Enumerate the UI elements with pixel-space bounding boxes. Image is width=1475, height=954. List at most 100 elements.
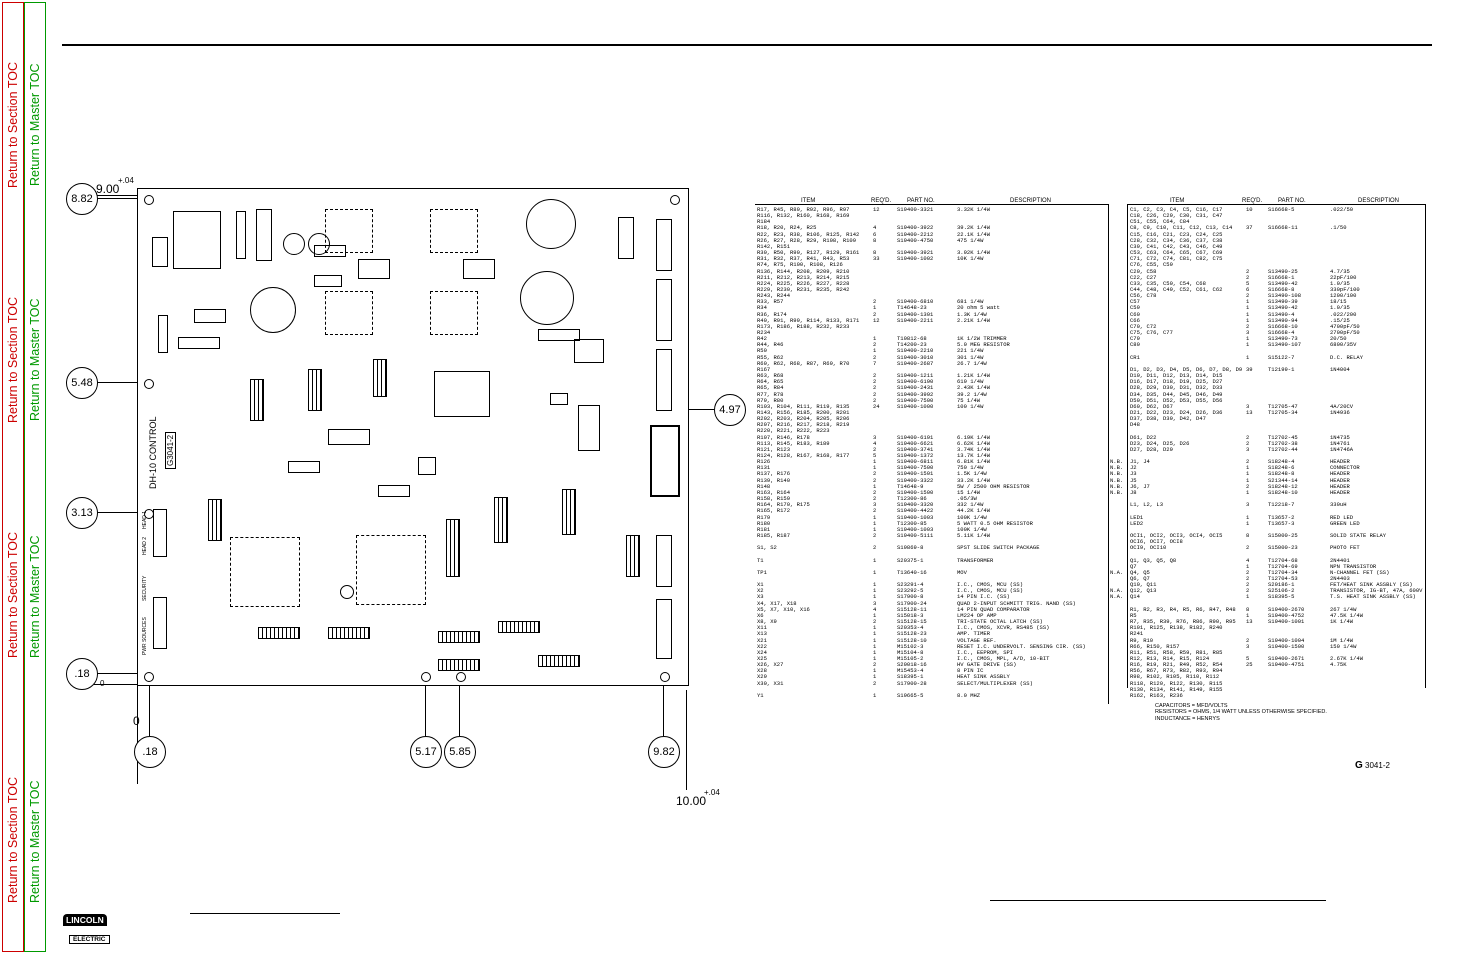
table-cell: HEAT SINK ASSBLY [957,673,1010,681]
table-cell: 1 [873,568,877,576]
table-cell: T12704-53 [1268,575,1298,582]
table-cell: 4 [873,224,877,232]
section-toc-link[interactable]: Return to Section TOC [6,777,20,903]
col-item: ITEM [1170,198,1185,204]
table-cell: 681 1/4W [957,298,984,306]
table-cell: R42 [757,335,767,343]
table-cell: S19400-1501 [897,470,934,478]
lincoln-logo[interactable]: LINCOLN ELECTRIC [63,910,123,944]
table-notes: CAPACITORS = MFD/VOLTS RESISTORS = OHMS,… [1155,703,1327,722]
table-cell: X29 [757,673,767,681]
table-cell: S15128-11 [897,605,927,613]
section-toc-link[interactable]: Return to Section TOC [6,532,20,658]
table-cell: T10812-68 [897,335,927,343]
table-cell: X30, X31 [757,679,784,687]
table-cell: S13490-108 [1268,292,1302,300]
table-cell: T12702-44 [1268,445,1298,453]
table-cell: R124, R128, R167, R168, R177 [757,452,850,459]
table-cell: 39.2K 1/4W [957,224,991,232]
table-cell: 2 [873,470,877,478]
master-toc-strip: Return to Master TOC Return to Master TO… [24,2,46,952]
master-toc-link[interactable]: Return to Master TOC [28,535,42,659]
table-cell: Q4, Q5 [1130,568,1150,576]
table-cell: 2 [873,390,877,398]
table-cell: R55, R62 [757,353,784,361]
table-cell: S16668-8 [1268,285,1295,293]
table-cell: R30, R50, R90, R127, R129, R161 [757,249,860,257]
table-cell: RED LED [1330,513,1354,521]
table-cell: Q6, Q7 [1130,575,1150,582]
table-cell: T12704-68 [1268,556,1298,564]
board-label-pwr: PWR SOURCES [142,617,148,655]
table-cell: I.C., CMOS, MCU (SS) [957,587,1024,595]
table-cell: R165, R172 [757,507,791,515]
table-cell: .1/50 [1330,224,1347,232]
table-cell: OCI6, OCI7, OCI8 [1130,538,1183,546]
dim-bubble: .18 [134,736,166,768]
table-cell: Q1, Q3, Q5, Q8 [1130,556,1177,564]
table-cell: 1 [1246,464,1250,472]
table-cell: 1 [1246,611,1250,619]
table-cell: D50, D51, D52, D53, D55, D56 [1130,396,1223,404]
table-cell: 1 [1246,316,1250,324]
table-cell: 332 1/4W [957,501,984,509]
table-cell: 4 [873,439,877,447]
table-cell: C71, C72, C74, C81, C82, C75 [1130,255,1223,263]
footer-rule-left [190,913,340,914]
table-cell: 2 [873,476,877,484]
table-cell: HEADER [1330,488,1350,496]
table-cell: S17900-24 [897,599,927,607]
table-cell: R5 [1130,611,1137,619]
dim-zero-y: 0 [100,679,104,688]
table-cell: 1 [873,587,877,595]
table-cell: 2 [873,396,877,404]
table-cell: 1 [1246,353,1250,361]
table-cell: 221 1/4W [957,347,984,355]
table-cell: S13490-25 [1268,267,1298,275]
table-cell: 1N4004 [1330,365,1350,373]
table-cell: 2 [873,488,877,496]
table-cell: 2700pF/50 [1330,329,1360,336]
board-name: DH-10 CONTROL [148,416,158,489]
table-cell: N.B. [1110,464,1124,472]
table-cell: M15104-8 [897,648,924,656]
table-cell: S19400-4422 [897,507,934,515]
table-cell: C53, C63, C64, C65, C67, C69 [1130,249,1223,257]
table-cell: R163, R164 [757,488,791,496]
table-cell: FET/HEAT SINK ASSBLY (SS) [1330,581,1413,589]
table-cell: C8, C9, C10, C11, C12, C13, C14 [1130,224,1233,232]
master-toc-link[interactable]: Return to Master TOC [28,780,42,904]
table-cell: S25106-2 [1268,587,1295,595]
table-cell: Q10, Q11 [1130,581,1157,589]
table-cell: T14200-23 [897,341,927,349]
table-cell: 1N4936 [1330,408,1350,416]
table-cell: S19400-1003 [897,513,934,521]
table-cell: 2 [1246,587,1250,595]
section-toc-link[interactable]: Return to Section TOC [6,62,20,188]
table-cell: 1 [1246,470,1250,478]
master-toc-link[interactable]: Return to Master TOC [28,298,42,422]
master-toc-link[interactable]: Return to Master TOC [28,63,42,187]
table-cell: R224, R225, R226, R227, R228 [757,279,850,287]
table-cell: R7, R35, R39, R76, R86, R90, R95 [1130,618,1236,626]
table-cell: 1M 1/4W [1330,636,1354,644]
table-cell: 5W / 2500 OHM RESISTOR [957,482,1030,490]
table-cell: HEADER [1330,482,1350,490]
table-cell: HV GATE DRIVE (SS) [957,661,1017,669]
table-cell: S19400-3992 [897,390,934,398]
table-cell: 2 [873,353,877,361]
section-toc-link[interactable]: Return to Section TOC [6,297,20,423]
table-cell: 5 [1246,279,1250,287]
logo-text: LINCOLN [63,914,107,926]
table-cell: S19400-6190 [897,378,934,386]
table-cell: NPN TRANSISTOR [1330,562,1377,570]
table-cell: 1 [1246,562,1250,570]
table-cell: T12705-34 [1268,408,1298,416]
table-cell: C59 [1130,304,1140,312]
table-cell: S16668-5 [1268,206,1295,213]
table-cell: 2 [1246,458,1250,466]
table-cell: R26, R27, R28, R29, R108, R109 [757,236,857,244]
table-cell: R142, R151 [757,242,791,250]
table-cell: R33, R57 [757,298,784,306]
table-cell: 1 [873,624,877,632]
